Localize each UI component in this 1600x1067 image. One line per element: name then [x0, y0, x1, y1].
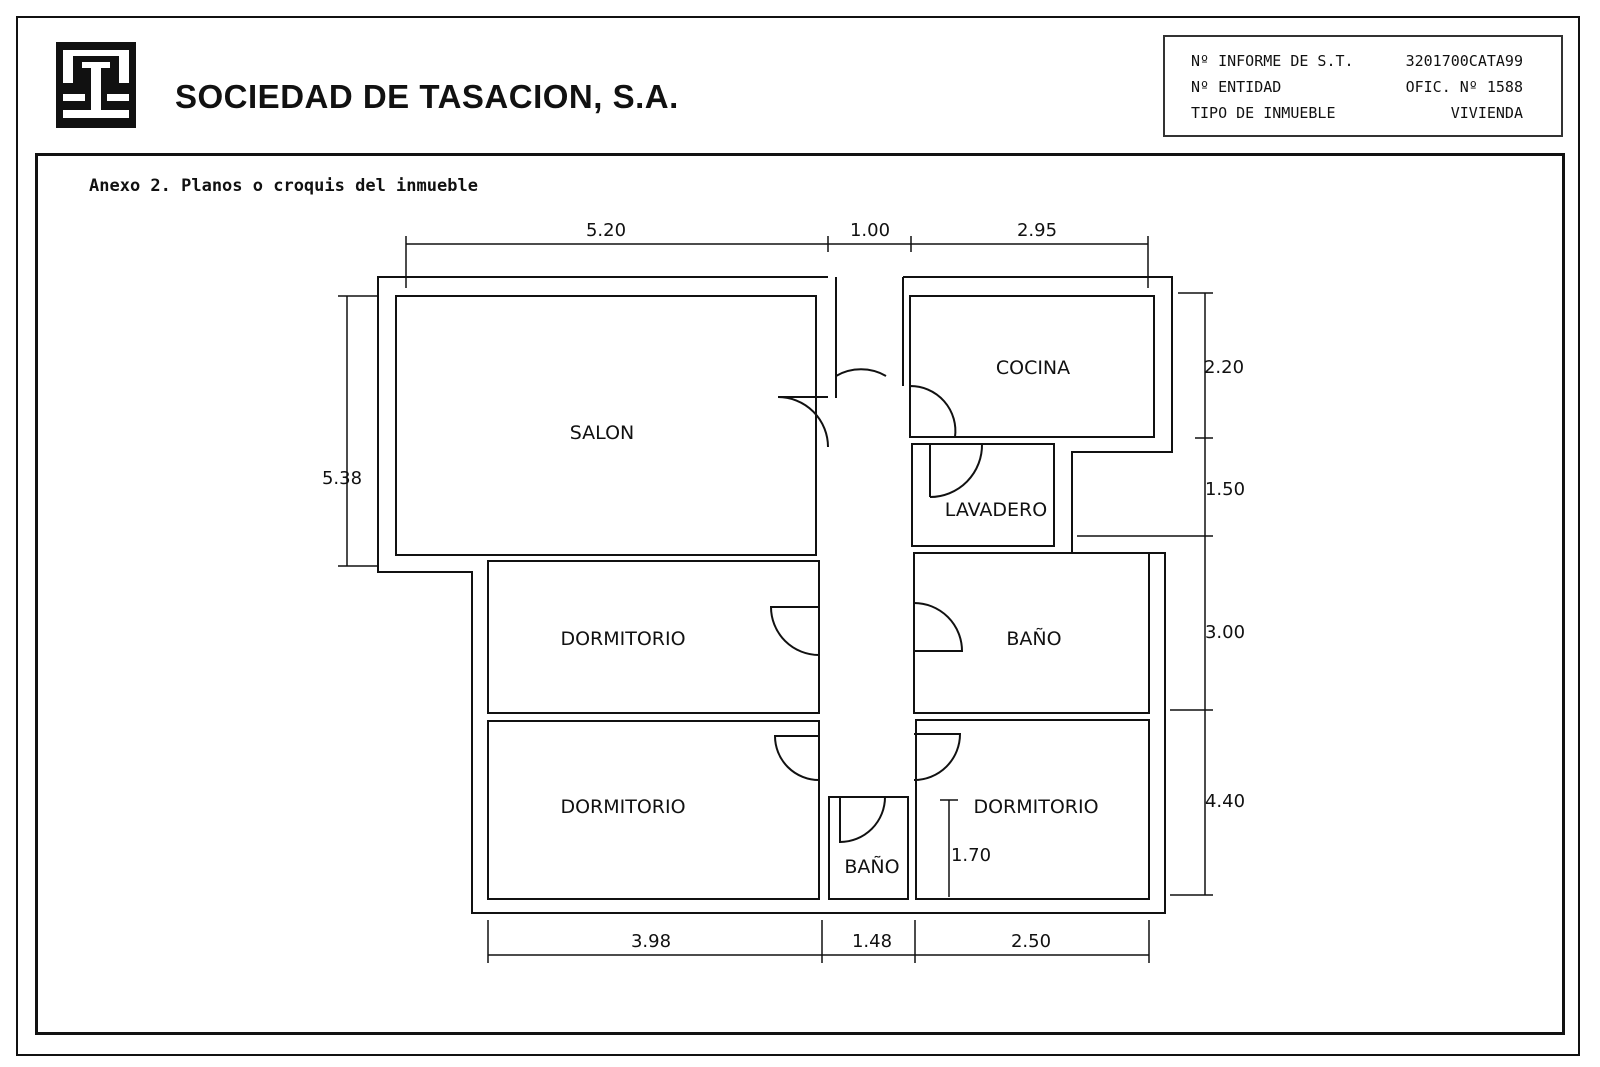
- info-row-report: Nº INFORME DE S.T. 3201700CATA99: [1191, 52, 1523, 72]
- room-bano-1: [913, 552, 1150, 714]
- info-label: Nº INFORME DE S.T.: [1191, 52, 1354, 70]
- dim-right-1: 2.20: [1204, 357, 1244, 378]
- door-dormitorio-2: [773, 735, 820, 781]
- info-row-property-type: TIPO DE INMUEBLE VIVIENDA: [1191, 104, 1523, 124]
- dim-bottom-1: 3.98: [631, 931, 671, 952]
- door-bano-2: [839, 796, 886, 844]
- label-lavadero: LAVADERO: [945, 499, 1047, 521]
- dim-top-2: 1.00: [850, 220, 890, 241]
- room-bano-2: [828, 796, 909, 900]
- company-logo: [56, 42, 136, 128]
- info-label: TIPO DE INMUEBLE: [1191, 104, 1336, 122]
- label-bano-2: BAÑO: [844, 855, 899, 878]
- dimension-lines: [338, 236, 1213, 963]
- door-salon: [777, 396, 829, 448]
- outer-frame: [16, 16, 1580, 1056]
- room-dormitorio-2: [487, 720, 820, 900]
- door-lavadero: [929, 443, 984, 498]
- door-dormitorio-1: [769, 606, 820, 656]
- info-value: OFIC. Nº 1588: [1405, 78, 1523, 96]
- door-cocina-top: [835, 326, 887, 378]
- room-salon: [395, 295, 817, 556]
- dim-bottom-2: 1.48: [852, 931, 892, 952]
- dim-right-4: 4.40: [1205, 791, 1245, 812]
- company-name: SOCIEDAD DE TASACION, S.A.: [175, 78, 679, 115]
- info-label: Nº ENTIDAD: [1191, 78, 1282, 96]
- report-info-box: Nº INFORME DE S.T. 3201700CATA99 Nº ENTI…: [1163, 35, 1563, 137]
- room-dormitorio-3: [915, 719, 1150, 900]
- door-swings: [769, 326, 984, 844]
- label-dormitorio-2: DORMITORIO: [560, 796, 685, 818]
- dim-right-2: 1.50: [1205, 479, 1245, 500]
- door-dormitorio-3: [913, 733, 962, 781]
- room-dormitorio-1: [487, 560, 820, 714]
- dim-top-3: 2.95: [1017, 220, 1057, 241]
- info-value: VIVIENDA: [1450, 104, 1523, 122]
- label-salon: SALON: [570, 422, 635, 444]
- dim-inner: 1.70: [951, 845, 991, 866]
- room-lavadero: [911, 443, 1055, 547]
- dim-right-3: 3.00: [1205, 622, 1245, 643]
- dim-bottom-3: 2.50: [1011, 931, 1051, 952]
- label-bano-1: BAÑO: [1006, 627, 1061, 650]
- label-dormitorio-3: DORMITORIO: [973, 796, 1098, 818]
- annex-title: Anexo 2. Planos o croquis del inmueble: [89, 176, 478, 196]
- dim-left: 5.38: [322, 468, 362, 489]
- label-cocina: COCINA: [996, 357, 1070, 379]
- room-cocina: [909, 295, 1155, 438]
- door-cocina: [909, 384, 957, 438]
- outer-walls: [377, 276, 1173, 914]
- info-value: 3201700CATA99: [1405, 52, 1523, 70]
- door-bano-1: [913, 602, 964, 652]
- info-row-entity: Nº ENTIDAD OFIC. Nº 1588: [1191, 78, 1523, 98]
- dim-top-1: 5.20: [586, 220, 626, 241]
- label-dormitorio-1: DORMITORIO: [560, 628, 685, 650]
- plan-frame: [35, 153, 1565, 1035]
